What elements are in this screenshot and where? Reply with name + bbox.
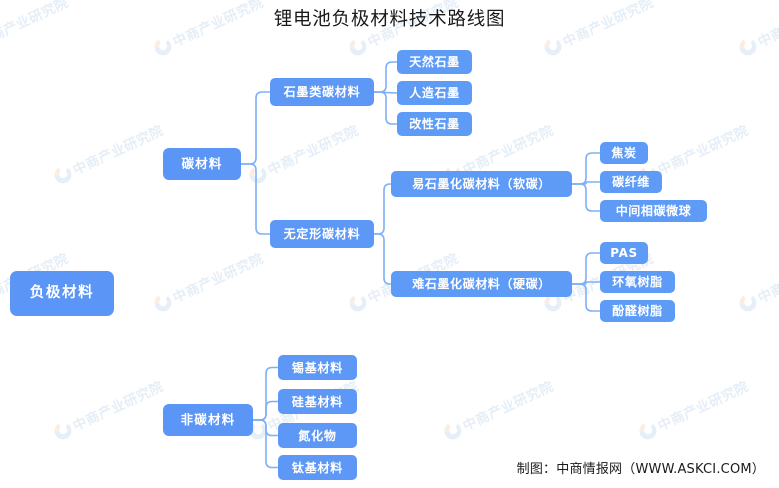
node-负极材料[interactable]: 负极材料 — [10, 271, 114, 316]
watermark-tile: 中商产业研究院 — [246, 119, 361, 187]
circle-logo-icon — [51, 419, 74, 442]
watermark-text: 中商产业研究院 — [460, 378, 557, 435]
node-难石墨化碳材料硬碳[interactable]: 难石墨化碳材料（硬碳） — [391, 271, 572, 297]
node-硅基材料[interactable]: 硅基材料 — [278, 389, 357, 414]
watermark-tile: 中商产业研究院 — [151, 247, 266, 315]
watermark-tile: 中商产业研究院 — [441, 375, 556, 443]
connector-line — [240, 163, 271, 235]
circle-logo-icon — [541, 35, 564, 58]
node-氮化物[interactable]: 氮化物 — [278, 423, 357, 448]
node-改性石墨[interactable]: 改性石墨 — [397, 112, 472, 136]
node-易石墨化碳材料软碳[interactable]: 易石墨化碳材料（软碳） — [391, 171, 572, 197]
watermark-tile: 中商产业研究院 — [51, 375, 166, 443]
circle-logo-icon — [441, 419, 464, 442]
connector-line — [373, 183, 392, 235]
node-非碳材料[interactable]: 非碳材料 — [163, 404, 253, 436]
node-酚醛树脂[interactable]: 酚醛树脂 — [600, 300, 675, 322]
circle-logo-icon — [151, 35, 174, 58]
connector-line — [571, 181, 601, 185]
watermark-text: 中商产业研究院 — [70, 378, 167, 435]
watermark-text: 中商产业研究院 — [265, 122, 362, 179]
node-锡基材料[interactable]: 锡基材料 — [278, 355, 357, 380]
circle-logo-icon — [151, 291, 174, 314]
connector-line — [571, 252, 601, 285]
watermark-text: 中商产业研究院 — [170, 250, 267, 307]
connector-line — [252, 419, 279, 469]
watermark-text: 中商产业研究院 — [655, 122, 752, 179]
connector-line — [240, 91, 271, 165]
connector-line — [252, 419, 279, 437]
circle-logo-icon — [246, 163, 269, 186]
node-无定形碳材料[interactable]: 无定形碳材料 — [270, 220, 374, 248]
node-碳纤维[interactable]: 碳纤维 — [600, 171, 662, 193]
watermark-tile: 中商产业研究院 — [51, 119, 166, 187]
connector-line — [252, 366, 279, 421]
footer-credit: 制图：中商情报网（WWW.ASKCI.COM） — [516, 462, 765, 477]
watermark-text: 中商产业研究院 — [460, 122, 557, 179]
connector-line — [373, 233, 392, 285]
node-天然石墨[interactable]: 天然石墨 — [397, 50, 472, 74]
node-碳材料[interactable]: 碳材料 — [163, 148, 241, 180]
node-钛基材料[interactable]: 钛基材料 — [278, 455, 357, 480]
connector-line — [373, 61, 398, 93]
node-人造石墨[interactable]: 人造石墨 — [397, 81, 472, 105]
connector-line — [571, 183, 601, 212]
connector-line — [571, 281, 601, 285]
node-中间相碳微球[interactable]: 中间相碳微球 — [600, 200, 707, 222]
node-石墨类碳材料[interactable]: 石墨类碳材料 — [270, 78, 374, 106]
watermark-tile: 中商产业研究院 — [736, 247, 779, 315]
circle-logo-icon — [636, 419, 659, 442]
circle-logo-icon — [51, 163, 74, 186]
page-title: 锂电池负极材料技术路线图 — [273, 9, 506, 30]
node-环氧树脂[interactable]: 环氧树脂 — [600, 271, 675, 293]
connector-line — [373, 91, 398, 125]
connector-line — [571, 283, 601, 312]
circle-logo-icon — [346, 291, 369, 314]
watermark-tile: 中商产业研究院 — [636, 375, 751, 443]
circle-logo-icon — [736, 291, 759, 314]
circle-logo-icon — [346, 35, 369, 58]
watermark-text: 中商产业研究院 — [755, 250, 779, 307]
watermark-text: 中商产业研究院 — [655, 378, 752, 435]
circle-logo-icon — [736, 35, 759, 58]
node-PAS[interactable]: PAS — [600, 242, 648, 264]
connector-line — [252, 400, 279, 421]
connector-line — [571, 152, 601, 185]
watermark-text: 中商产业研究院 — [70, 122, 167, 179]
node-焦炭[interactable]: 焦炭 — [600, 142, 648, 164]
connector-line — [373, 91, 398, 94]
